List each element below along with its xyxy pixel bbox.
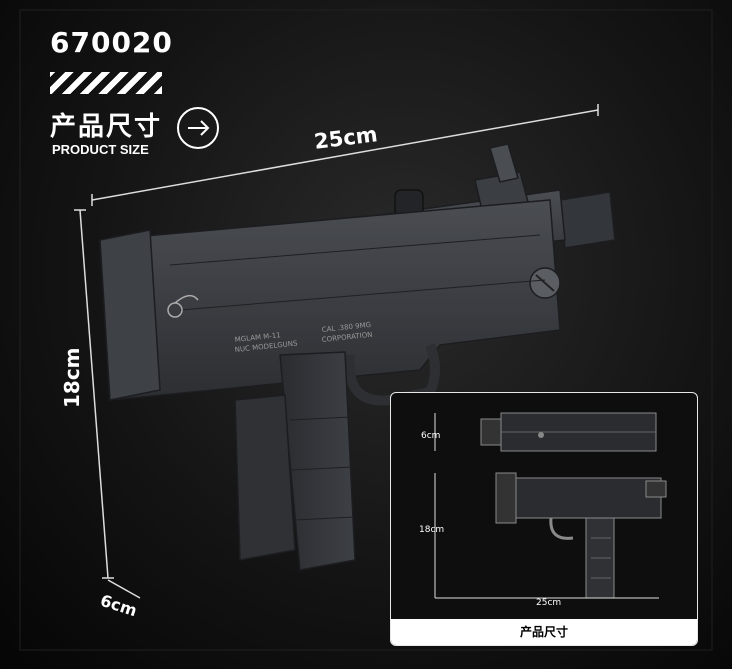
inset-height-label: 18cm xyxy=(419,525,445,535)
section-title-en: PRODUCT SIZE xyxy=(52,142,149,157)
height-label: 18cm xyxy=(60,347,84,408)
arrow-right-icon xyxy=(177,107,219,149)
inset-footer-title: 产品尺寸 xyxy=(391,619,697,645)
inset-length-label: 25cm xyxy=(536,598,562,608)
product-sku: 670020 xyxy=(50,26,173,59)
brick-model-illustration: MGLAM M-11 NUC MODELGUNS CAL .380 9MG CO… xyxy=(99,143,616,571)
width-dimension-line xyxy=(107,579,141,599)
length-dimension-line xyxy=(91,109,599,201)
stripe-decoration xyxy=(50,72,162,94)
inset-width-label: 6cm xyxy=(421,431,441,441)
section-title-cn: 产品尺寸 xyxy=(50,112,163,142)
technical-drawing-inset: 6cm 18cm 25cm 产品尺寸 xyxy=(390,392,698,646)
snake-logo-icon xyxy=(167,294,199,318)
technical-drawing xyxy=(434,412,667,599)
height-dimension-line xyxy=(79,209,109,579)
